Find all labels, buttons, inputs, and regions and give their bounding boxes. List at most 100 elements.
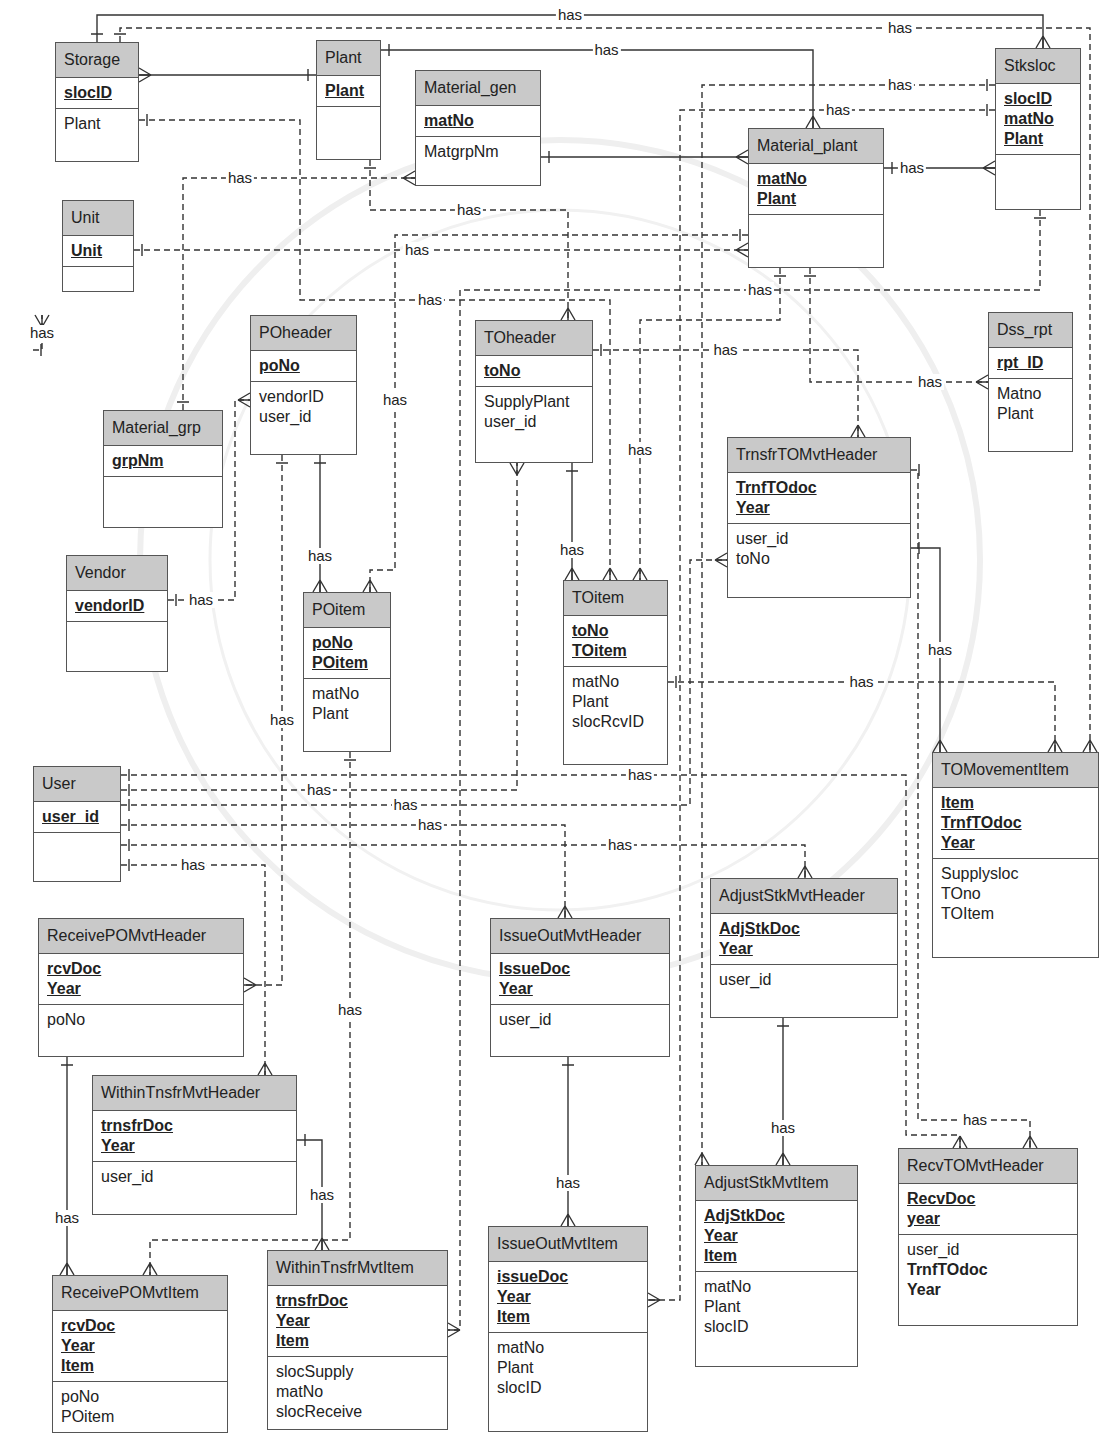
entity-name: Storage: [64, 50, 120, 70]
entity-name: IssueOutMvtHeader: [499, 926, 641, 946]
attribute-section: SupplyslocTOnoTOItem: [933, 859, 1098, 957]
key-section: slocID: [56, 78, 138, 109]
relationship-line: [363, 229, 748, 592]
key-section: slocIDmatNoPlant: [996, 84, 1080, 155]
attribute: user_id: [736, 529, 788, 549]
entity-box: WithinTnsfrMvtHeadertrnsfrDocYearuser_id: [92, 1075, 297, 1215]
key-attribute: Plant: [325, 81, 364, 101]
attribute: matNo: [704, 1277, 751, 1297]
crows-foot: [129, 839, 812, 878]
attribute-section: matNoPlantslocID: [696, 1272, 857, 1366]
key-attribute: IssueDoc: [499, 959, 570, 979]
entity-box: IssueOutMvtItemissueDocYearItemmatNoPlan…: [488, 1226, 648, 1432]
relationship-label: has: [336, 1002, 364, 1018]
entity-name: IssueOutMvtItem: [497, 1234, 618, 1254]
entity-header: TOitem: [564, 581, 667, 616]
relationship-label: has: [308, 1187, 336, 1203]
attribute: Plant: [997, 404, 1033, 424]
relationship-label: has: [416, 817, 444, 833]
entity-box: ReceivePOMvtItemrcvDocYearItempoNoPOitem: [52, 1275, 228, 1433]
relationship-line: [244, 455, 288, 992]
key-attribute: Plant: [757, 189, 796, 209]
key-section: toNoTOitem: [564, 616, 667, 667]
crows-foot: [363, 229, 740, 592]
attribute: slocReceive: [276, 1402, 362, 1422]
entity-header: POheader: [251, 316, 356, 351]
attribute-section: [996, 155, 1080, 209]
entity-box: Material_plantmatNoPlant: [748, 128, 884, 268]
connector-path: [911, 548, 940, 752]
attribute: Plant: [64, 114, 100, 134]
relationship-label: has: [711, 342, 739, 358]
entity-name: AdjustStkMvtItem: [704, 1173, 828, 1193]
relationship-label: has: [268, 712, 296, 728]
connector-path: [139, 74, 316, 75]
key-attribute: trnsfrDoc: [276, 1291, 348, 1311]
entity-name: TOitem: [572, 588, 624, 608]
attribute: TOno: [941, 884, 981, 904]
key-section: ItemTrnfTOdocYear: [933, 788, 1098, 859]
relationship-label: has: [381, 392, 409, 408]
relationship-line: [541, 150, 748, 164]
relationship-line: [565, 463, 579, 580]
connector-path: [810, 268, 988, 382]
connector-path: [319, 455, 320, 592]
key-attribute: Year: [499, 979, 533, 999]
relationship-label: has: [391, 797, 419, 813]
relationship-label: has: [626, 442, 654, 458]
entity-header: Unit: [63, 201, 133, 236]
entity-name: AdjustStkMvtHeader: [719, 886, 865, 906]
crows-foot: [244, 463, 288, 992]
key-attribute: Year: [704, 1226, 738, 1246]
connector-path: [571, 463, 572, 580]
attribute: toNo: [736, 549, 770, 569]
connector-path: [668, 682, 1055, 752]
attribute: Plant: [497, 1358, 533, 1378]
key-section: matNo: [416, 106, 540, 137]
connector-path: [567, 1057, 568, 1226]
entity-header: Stksloc: [996, 49, 1080, 84]
attribute: user_id: [907, 1240, 959, 1260]
attribute-section: user_idTrnfTOdocYear: [899, 1235, 1077, 1325]
attribute-section: user_id: [711, 965, 897, 1017]
entity-name: TrnsfrTOMvtHeader: [736, 445, 877, 465]
key-attribute: rcvDoc: [47, 959, 101, 979]
attribute-section: MatnoPlant: [989, 379, 1072, 451]
relationship-label: has: [187, 592, 215, 608]
connector-path: [66, 1057, 67, 1275]
key-attribute: Year: [47, 979, 81, 999]
attribute: matNo: [312, 684, 359, 704]
relationship-label: has: [898, 160, 926, 176]
key-attribute: TOitem: [572, 641, 627, 661]
attribute: SupplyPlant: [484, 392, 569, 412]
attribute-section: [63, 267, 133, 291]
key-section: RecvDocyear: [899, 1184, 1077, 1235]
attribute-section: user_id: [93, 1162, 296, 1214]
relationship-label: has: [916, 374, 944, 390]
connector-path: [244, 455, 282, 985]
key-attribute: vendorID: [75, 596, 144, 616]
crows-foot: [776, 1026, 790, 1165]
entity-name: Material_gen: [424, 78, 517, 98]
entity-header: WithinTnsfrMvtHeader: [93, 1076, 296, 1111]
key-attribute: grpNm: [112, 451, 164, 471]
connector-path: [120, 28, 1090, 752]
crows-foot: [549, 150, 748, 164]
relationship-label: has: [416, 292, 444, 308]
crows-foot: [561, 1065, 575, 1226]
relationship-label: has: [556, 7, 584, 23]
attribute-section: [34, 833, 120, 881]
entity-name: Plant: [325, 48, 361, 68]
attribute-section: [104, 477, 222, 527]
relationship-label: has: [847, 674, 875, 690]
relationship-line: [121, 819, 572, 918]
entity-name: TOMovementItem: [941, 760, 1069, 780]
attribute: slocID: [704, 1317, 748, 1337]
attribute: user_id: [499, 1010, 551, 1030]
entity-name: WithinTnsfrMvtHeader: [101, 1083, 260, 1103]
entity-name: POheader: [259, 323, 332, 343]
key-attribute: Item: [704, 1246, 737, 1266]
attribute: TOItem: [941, 904, 994, 924]
attribute-section: matNoPlantslocRcvID: [564, 667, 667, 764]
relationship-line: [60, 1057, 74, 1275]
